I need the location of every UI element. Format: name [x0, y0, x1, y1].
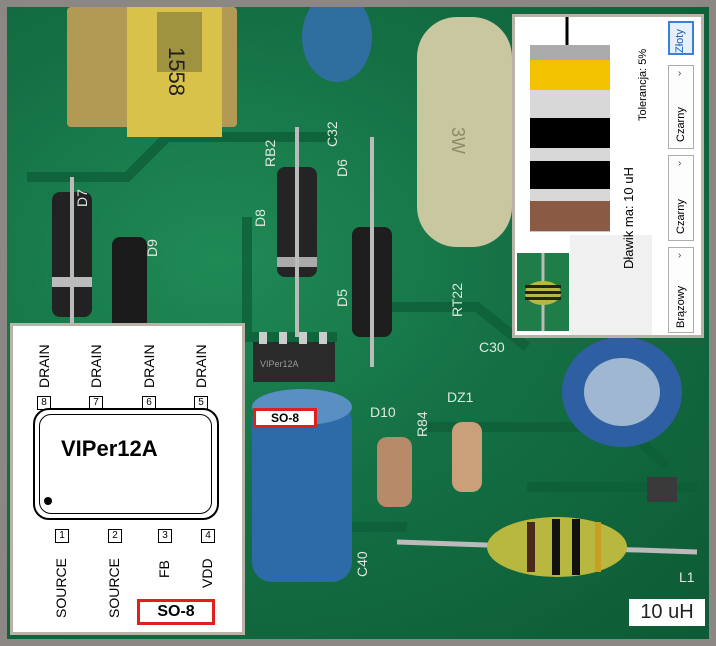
- pin-label-1: SOURCE: [53, 558, 69, 618]
- band4-select[interactable]: Złoty: [668, 21, 694, 55]
- svg-text:3W: 3W: [448, 127, 468, 154]
- pin-label-2: SOURCE: [106, 558, 122, 618]
- band1-chevron-icon: ›: [678, 250, 682, 261]
- pin-1: 1: [55, 529, 69, 543]
- chip-name: VIPer12A: [61, 436, 158, 461]
- label-d6: D6: [334, 159, 350, 177]
- band-3: [530, 118, 610, 148]
- pin-2: 2: [108, 529, 122, 543]
- label-r84: R84: [414, 411, 430, 437]
- pin-label-8: DRAIN: [36, 344, 52, 388]
- tolerance-text: Tolerancja: 5%: [637, 48, 649, 121]
- pin-label-7: DRAIN: [88, 344, 104, 388]
- svg-text:1558: 1558: [164, 47, 189, 96]
- label-d8: D8: [252, 209, 268, 227]
- label-d9: D9: [144, 239, 160, 257]
- band-4: [530, 60, 610, 90]
- label-c40: C40: [354, 551, 370, 577]
- label-c32: C32: [324, 121, 340, 147]
- band2-select[interactable]: › Czarny: [668, 155, 694, 241]
- band-2: [530, 161, 610, 189]
- pin-3: 3: [158, 529, 172, 543]
- pin-label-3: FB: [156, 560, 172, 578]
- band2-select-value: Czarny: [675, 199, 687, 234]
- band-1: [530, 201, 610, 231]
- pin-label-6: DRAIN: [141, 344, 157, 388]
- inductor-color-bands: [515, 17, 620, 232]
- inductor-thumbnail: [517, 253, 569, 331]
- band1-select[interactable]: › Brązowy: [668, 247, 694, 333]
- result-text: Dławik ma: 10 uH: [621, 167, 636, 269]
- label-dz1: DZ1: [447, 389, 474, 405]
- panel-separator: [570, 235, 652, 335]
- label-d7: D7: [74, 189, 90, 207]
- label-c30: C30: [479, 339, 505, 355]
- inductor-value-tag: 10 uH: [629, 599, 705, 626]
- pin-5: 5: [194, 396, 208, 410]
- ic-marking: VIPer12A: [260, 359, 299, 369]
- pinout-diagram: DRAIN DRAIN DRAIN DRAIN 8 7 6 5 VIPer12A…: [10, 323, 245, 635]
- label-d5: D5: [334, 289, 350, 307]
- chip-inner-outline: [39, 414, 212, 514]
- band3-chevron-icon: ›: [678, 68, 682, 79]
- label-rb2: RB2: [262, 140, 278, 167]
- label-rt22: RT22: [449, 283, 465, 317]
- pin-label-4: VDD: [199, 558, 215, 588]
- label-d10: D10: [370, 404, 396, 420]
- band4-select-value: Złoty: [674, 29, 686, 53]
- label-l1: L1: [679, 569, 695, 585]
- band3-select[interactable]: › Czarny: [668, 65, 694, 149]
- pin1-dot: [44, 497, 52, 505]
- pcb-illustration: 1558 3W VIPer12A: [27, 7, 698, 585]
- chip-outline: [33, 408, 219, 520]
- band2-chevron-icon: ›: [678, 158, 682, 169]
- so8-photo-tag: SO-8: [253, 408, 317, 428]
- band1-select-value: Brązowy: [675, 285, 687, 328]
- band3-select-value: Czarny: [675, 107, 687, 142]
- package-tag: SO-8: [137, 599, 215, 625]
- pin-4: 4: [201, 529, 215, 543]
- pin-label-5: DRAIN: [193, 344, 209, 388]
- color-code-panel: Dławik ma: 10 uH Tolerancja: 5% Złoty › …: [512, 14, 704, 338]
